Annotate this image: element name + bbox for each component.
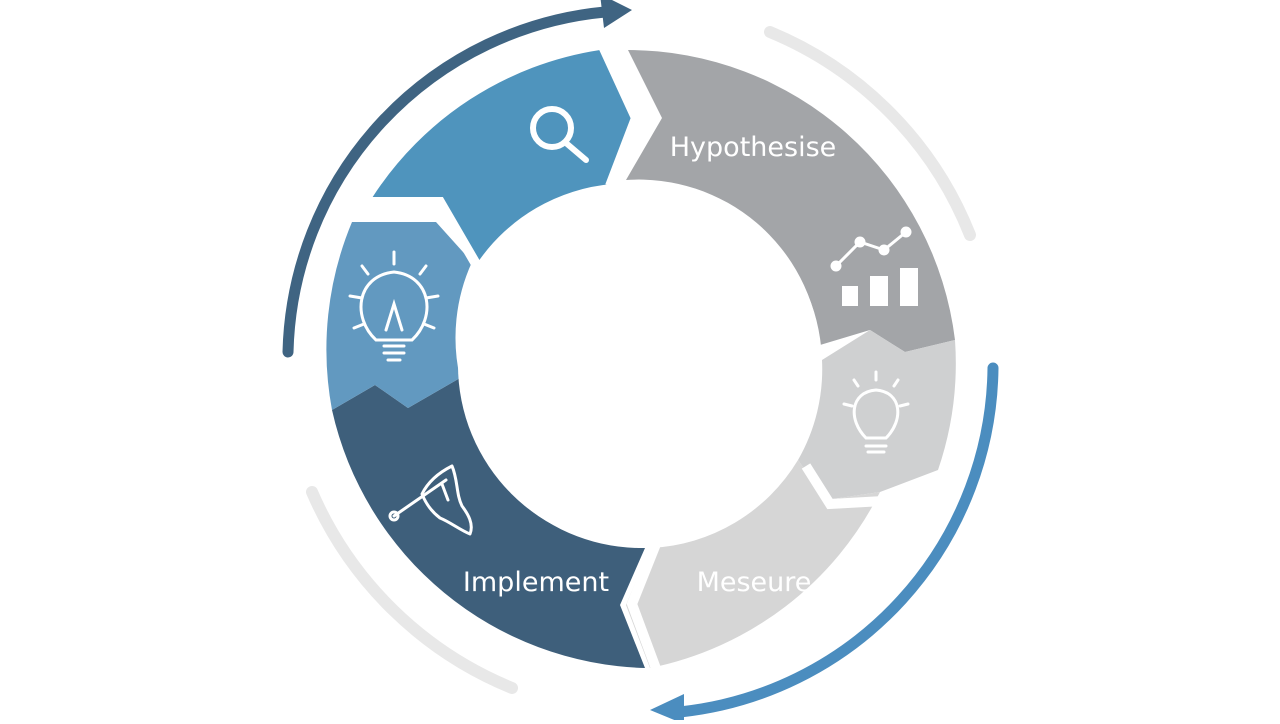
hammer-tool-icon [388, 464, 473, 536]
guide-arc-top-right [764, 26, 976, 241]
stage-label-implement: Implement [463, 567, 609, 598]
stage-label-hypothesise: Hypothesise [670, 132, 837, 163]
line-bar-chart-icon [830, 226, 918, 306]
segment-separators [340, 41, 903, 676]
bottom-right-arrowhead [650, 694, 684, 724]
center-hole [458, 183, 822, 547]
guide-arc-bottom-left [306, 486, 518, 694]
segment-implement [332, 378, 645, 668]
segment-research [372, 50, 636, 262]
segment-measure [626, 460, 880, 668]
bottom-right-arrow [674, 362, 999, 718]
lightbulb-idea-icon [348, 250, 440, 362]
segment-ideate [798, 330, 956, 500]
magnifying-glass-icon [530, 106, 589, 163]
top-left-arrow [282, 6, 611, 358]
lightbulb-icon [842, 370, 910, 454]
stage-label-measure: Meseure [697, 567, 812, 598]
top-left-arrowhead [600, 0, 632, 28]
